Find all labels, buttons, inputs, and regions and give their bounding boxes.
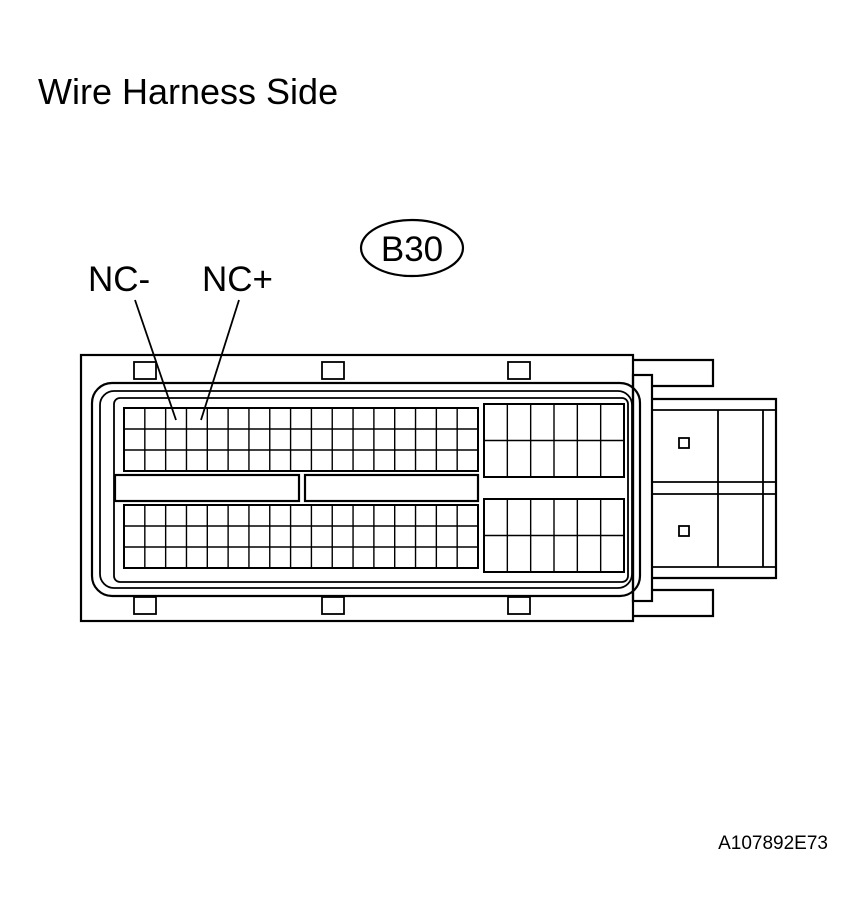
lock-hole-bottom [678, 525, 690, 537]
terminal-grid-lower-left [123, 504, 479, 569]
diagram-title: Wire Harness Side [38, 71, 338, 112]
cavity-area [113, 397, 629, 583]
connector-id-ellipse [359, 218, 465, 278]
leader-line-nc-plus [200, 299, 240, 421]
connector-id-badge: B30 [359, 218, 465, 278]
lock-body [652, 397, 778, 580]
grid-frame [123, 504, 479, 569]
separator-bar-left [113, 473, 301, 503]
housing-notches [133, 361, 531, 615]
housing-frame-outer [90, 381, 642, 598]
terminal-grid-upper-right [483, 403, 625, 478]
separator-bar-right [303, 473, 480, 503]
pin-label-nc-plus: NC+ [202, 260, 273, 299]
grid-frame [123, 407, 479, 472]
latch-top [633, 358, 715, 388]
terminal-grid-upper-left [123, 407, 479, 472]
connector-housing [79, 353, 778, 623]
lock-hole-top [678, 437, 690, 449]
pin-label-nc-minus: NC- [88, 260, 150, 299]
figure-code: A107892E73 [718, 833, 828, 854]
latch-bottom [633, 588, 715, 618]
latch-collar [631, 373, 654, 603]
housing-frame-inner [99, 390, 633, 589]
connector-id-label: B30 [381, 230, 443, 269]
terminal-grid-lower-right [483, 498, 625, 573]
leader-line-nc-minus [134, 299, 177, 421]
